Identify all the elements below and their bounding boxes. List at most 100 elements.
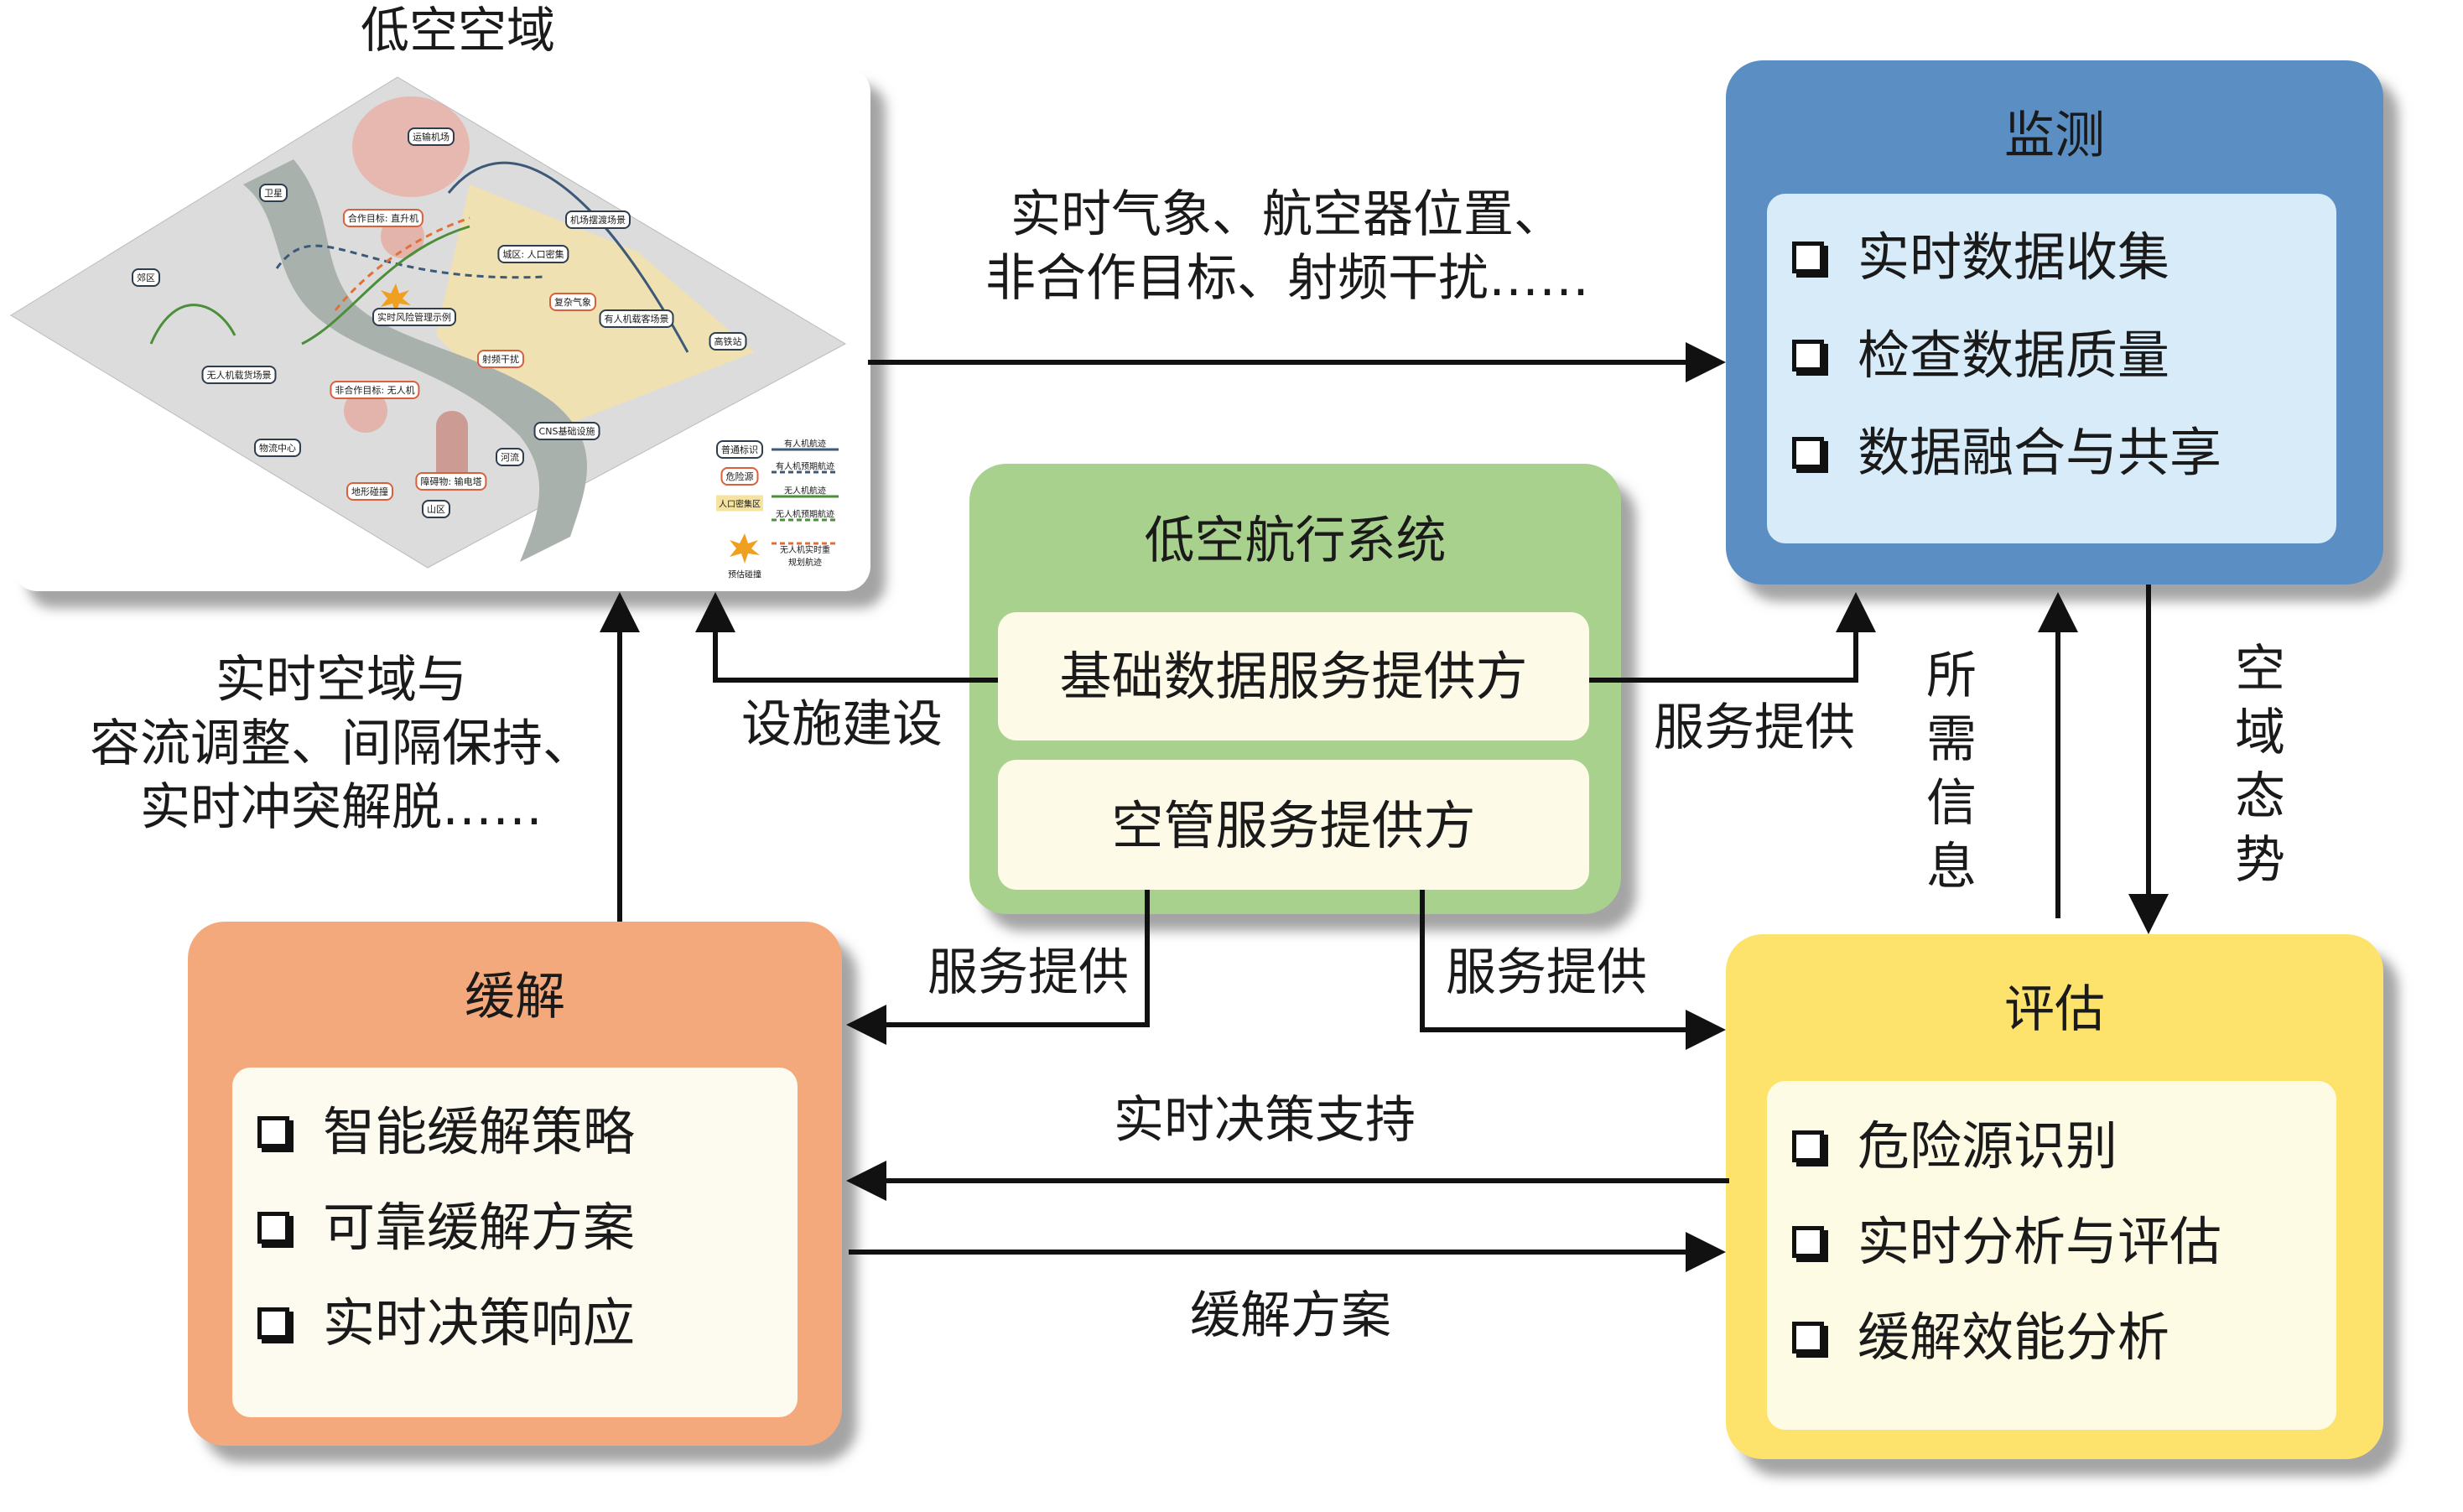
decision-support-label: 实时决策支持 xyxy=(1114,1091,1416,1150)
mitigate-box: 缓解 智能缓解策略 可靠缓解方案 实时决策响应 xyxy=(188,922,842,1446)
assess-item: 危险源识别 xyxy=(1792,1120,2117,1172)
airspace-title: 低空空域 xyxy=(360,2,556,59)
assess-item: 缓解效能分析 xyxy=(1792,1312,2169,1364)
map-label: 射频干扰 xyxy=(477,350,524,368)
mitigate-item: 可靠缓解方案 xyxy=(257,1202,635,1254)
assess-item: 实时分析与评估 xyxy=(1792,1216,2221,1268)
map-label: 高铁站 xyxy=(709,332,747,351)
airport-zone xyxy=(352,96,470,197)
atc-provider: 空管服务提供方 xyxy=(998,760,1589,890)
map-label: 合作目标: 直升机 xyxy=(342,209,424,227)
collision-marker xyxy=(381,283,411,314)
checkbox-icon xyxy=(1792,1322,1824,1354)
map-label: 无人机载货场景 xyxy=(201,366,277,384)
map-label: 物流中心 xyxy=(254,439,301,457)
item-label: 实时决策响应 xyxy=(323,1292,636,1354)
uav-zone xyxy=(344,389,387,433)
legend-normal: 普通标识 xyxy=(716,440,763,459)
checkbox-icon xyxy=(1792,437,1824,469)
arrow-service-to-assess xyxy=(1420,890,1726,1050)
map-label: 非合作目标: 无人机 xyxy=(330,381,420,399)
monitor-item: 数据融合与共享 xyxy=(1792,427,2221,479)
legend-uav-track: 无人机航迹 xyxy=(784,486,826,496)
legend-hazard: 危险源 xyxy=(720,467,759,486)
char: 空 xyxy=(2235,640,2285,699)
char: 信 xyxy=(1926,774,1977,833)
uav-replan-track xyxy=(334,216,470,311)
legend-manned-planned: 有人机预期航迹 xyxy=(776,462,834,472)
checkbox-icon xyxy=(1792,242,1824,273)
legend-uav-planned: 无人机预期航迹 xyxy=(776,510,834,520)
top-flow-label-1: 实时气象、航空器位置、 xyxy=(1011,185,1564,244)
mitigate-item: 实时决策响应 xyxy=(257,1297,635,1349)
map-labels: 运输机场 卫星 合作目标: 直升机 机场摆渡场景 郊区 城区: 人口密集 复杂气… xyxy=(0,0,872,604)
checkbox-icon xyxy=(257,1116,289,1148)
river xyxy=(243,159,587,562)
system-title: 低空航行系统 xyxy=(1144,512,1447,570)
service-top-label: 服务提供 xyxy=(1654,699,1855,757)
map-label: 城区: 人口密集 xyxy=(497,245,569,263)
map-label: 郊区 xyxy=(132,268,160,287)
top-flow-label-2: 非合作目标、射频干扰…… xyxy=(985,249,1589,308)
monitor-item: 检查数据质量 xyxy=(1792,330,2169,382)
left-flow-label-2: 容流调整、间隔保持、 xyxy=(90,714,593,773)
item-label: 缓解效能分析 xyxy=(1858,1307,2170,1368)
map-label: 障碍物: 输电塔 xyxy=(415,472,487,491)
arrow-service-to-monitor xyxy=(1589,592,1876,683)
monitor-box: 监测 实时数据收集 检查数据质量 数据融合与共享 xyxy=(1726,60,2383,585)
assess-box: 评估 危险源识别 实时分析与评估 缓解效能分析 xyxy=(1726,934,2383,1459)
monitor-item: 实时数据收集 xyxy=(1792,231,2169,283)
map-label: 实时风险管理示例 xyxy=(372,308,456,326)
map-label: 山区 xyxy=(422,500,450,518)
provider-label: 基础数据服务提供方 xyxy=(1059,646,1528,707)
service-left-label: 服务提供 xyxy=(928,943,1129,1002)
uav-track-2 xyxy=(149,304,236,345)
legend-collision: 预估碰撞 xyxy=(728,570,761,580)
item-label: 危险源识别 xyxy=(1858,1115,2118,1177)
airspace-map: 运输机场 卫星 合作目标: 直升机 机场摆渡场景 郊区 城区: 人口密集 复杂气… xyxy=(10,67,870,591)
mitigation-plan-label: 缓解方案 xyxy=(1190,1286,1391,1345)
char: 息 xyxy=(1926,838,1977,896)
map-label: CNS基础设施 xyxy=(533,422,600,440)
map-label: 有人机载客场景 xyxy=(599,309,674,328)
map-label: 地形碰撞 xyxy=(346,482,393,501)
facility-label: 设施建设 xyxy=(741,695,943,754)
left-flow-label-3: 实时冲突解脱…… xyxy=(140,778,543,837)
char: 需 xyxy=(1926,710,1977,769)
mitigate-title: 缓解 xyxy=(465,968,565,1026)
airspace-situation-label: 空 域 态 势 xyxy=(2233,637,2287,892)
char: 势 xyxy=(2235,831,2285,890)
char: 所 xyxy=(1926,647,1977,705)
mitigate-list: 智能缓解策略 可靠缓解方案 实时决策响应 xyxy=(232,1068,798,1417)
system-box: 低空航行系统 基础数据服务提供方 空管服务提供方 xyxy=(969,464,1621,914)
map-label: 机场摆渡场景 xyxy=(565,210,631,229)
service-right-label: 服务提供 xyxy=(1446,943,1647,1002)
checkbox-icon xyxy=(257,1212,289,1244)
checkbox-icon xyxy=(1792,1130,1824,1162)
char: 域 xyxy=(2235,704,2285,762)
item-label: 实时分析与评估 xyxy=(1858,1211,2222,1272)
map-label: 卫星 xyxy=(259,184,288,202)
map-label: 运输机场 xyxy=(408,127,455,146)
checkbox-icon xyxy=(1792,1226,1824,1258)
map-label: 河流 xyxy=(496,448,524,466)
map-label: 复杂气象 xyxy=(549,293,596,311)
needed-info-label: 所 需 信 息 xyxy=(1925,644,1978,899)
legend-manned-track: 有人机航迹 xyxy=(784,439,826,449)
item-label: 数据融合与共享 xyxy=(1858,422,2222,483)
arrow-service-to-mitigate xyxy=(846,890,1150,1045)
arrow-facility xyxy=(695,592,998,683)
legend-dense-area: 人口密集区 xyxy=(716,495,763,512)
uav-track xyxy=(301,225,470,346)
item-label: 检查数据质量 xyxy=(1858,325,2170,386)
char: 态 xyxy=(2235,767,2285,826)
monitor-list: 实时数据收集 检查数据质量 数据融合与共享 xyxy=(1767,194,2336,543)
monitor-title: 监测 xyxy=(2004,107,2105,165)
manned-track xyxy=(447,161,689,353)
item-label: 实时数据收集 xyxy=(1858,226,2170,288)
item-label: 可靠缓解方案 xyxy=(323,1197,636,1258)
tower-zone xyxy=(436,411,468,491)
assess-list: 危险源识别 实时分析与评估 缓解效能分析 xyxy=(1767,1081,2336,1430)
